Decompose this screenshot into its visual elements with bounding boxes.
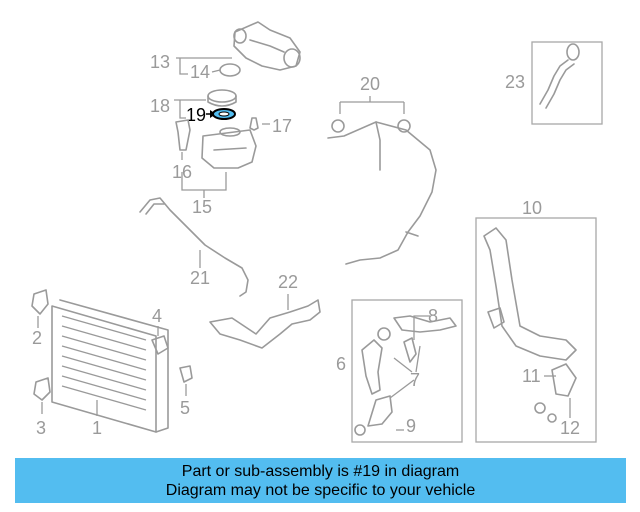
hose-box (531, 41, 603, 125)
callout-5: 5 (180, 384, 190, 418)
callout-3: 3 (36, 402, 46, 438)
hose-group-parts (354, 315, 457, 436)
callout-label: 10 (522, 198, 542, 218)
callout-16: 16 (172, 152, 192, 182)
banner-line-1: Part or sub-assembly is #19 in diagram (181, 462, 460, 480)
radiator (51, 299, 169, 433)
lower-hose-box (475, 217, 597, 443)
callout-6: 6 (336, 354, 346, 374)
coolant-hose (139, 197, 249, 297)
hose-group-box (351, 299, 463, 443)
callout-22: 22 (278, 272, 298, 310)
callout-label: 22 (278, 272, 298, 292)
callout-1: 1 (92, 400, 102, 438)
bypass-pipe (209, 299, 321, 349)
callout-label: 21 (190, 268, 210, 288)
seal-ring-highlighted (212, 108, 236, 120)
callout-label: 16 (172, 162, 192, 182)
callout-14: 14 (190, 62, 221, 82)
callout-label: 8 (428, 306, 438, 326)
info-banner: Part or sub-assembly is #19 in diagram D… (15, 458, 626, 503)
thermostat-housing (219, 21, 301, 77)
callout-label: 20 (360, 74, 380, 94)
coolant-pipe (327, 119, 437, 265)
expansion-tank (201, 127, 257, 169)
callout-12: 12 (560, 398, 580, 438)
callout-label: 3 (36, 418, 46, 438)
callout-label: 23 (505, 72, 525, 92)
callout-4: 4 (152, 306, 162, 336)
mount-3 (33, 377, 51, 401)
callout-label: 7 (410, 370, 420, 390)
callout-7: 7 (389, 345, 421, 399)
parts-diagram: 13 14 18 19 15 16 (31, 21, 603, 443)
callout-23: 23 (505, 72, 525, 92)
reservoir-cap (207, 89, 237, 107)
screw (249, 117, 259, 131)
callout-9: 9 (396, 416, 416, 436)
callout-label: 14 (190, 62, 210, 82)
callout-label: 13 (150, 52, 170, 72)
mount-5 (179, 365, 193, 383)
callout-2: 2 (32, 316, 42, 348)
upper-hose (539, 43, 580, 109)
callout-label: 9 (406, 416, 416, 436)
callout-label: 17 (272, 116, 292, 136)
callout-label: 5 (180, 398, 190, 418)
callout-label: 11 (522, 366, 541, 386)
callout-label: 18 (150, 96, 170, 116)
callout-label: 4 (152, 306, 162, 326)
callout-8: 8 (413, 306, 438, 340)
callout-label: 6 (336, 354, 346, 374)
callout-19: 19 (186, 105, 216, 125)
banner-line-2: Diagram may not be specific to your vehi… (165, 481, 476, 499)
callout-11: 11 (522, 366, 556, 386)
callout-label: 15 (192, 197, 212, 217)
tank-bracket (175, 119, 191, 151)
callout-label: 2 (32, 328, 42, 348)
callout-15: 15 (181, 172, 227, 217)
callout-13: 13 (150, 52, 232, 75)
callout-20: 20 (339, 74, 405, 114)
callout-17: 17 (262, 116, 292, 136)
lower-hose-parts (483, 227, 577, 423)
mount-4 (151, 335, 169, 355)
callout-10: 10 (522, 198, 542, 218)
callout-21: 21 (190, 250, 210, 288)
mount-2 (31, 289, 49, 315)
callout-18: 18 (150, 96, 206, 119)
highlighted-callout-label: 19 (186, 105, 206, 125)
callout-label: 1 (92, 418, 102, 438)
callout-label: 12 (560, 418, 580, 438)
